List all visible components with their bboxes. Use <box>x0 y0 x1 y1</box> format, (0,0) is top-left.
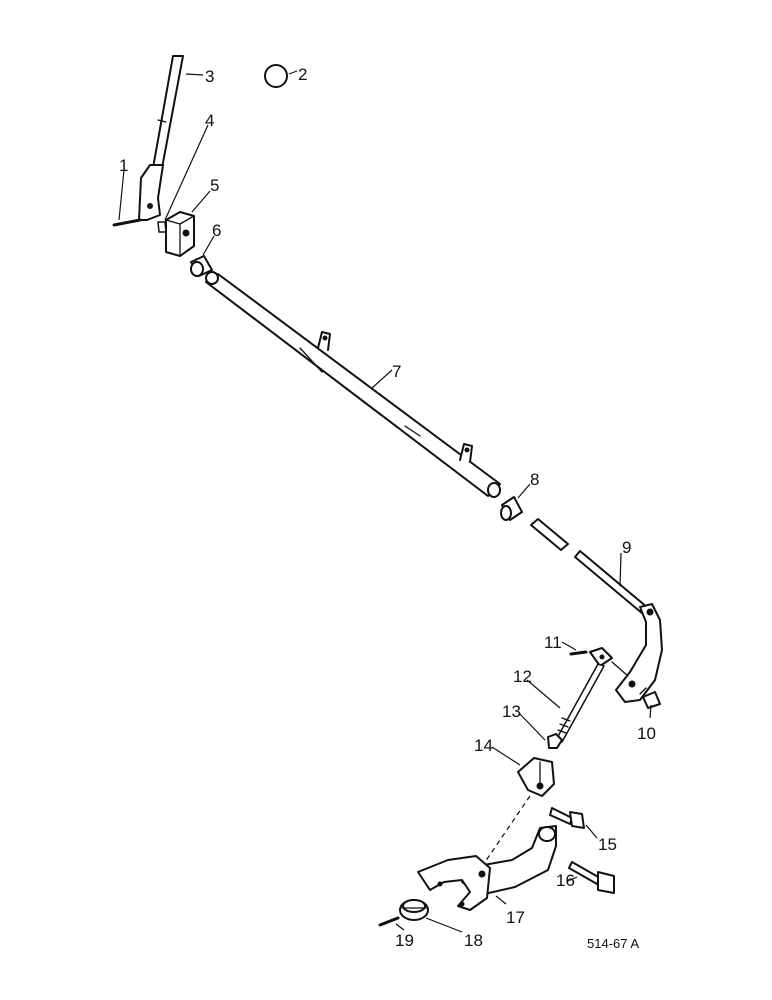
pin-part-11 <box>569 650 588 656</box>
spring-pin-part-4 <box>157 221 167 233</box>
callout-15: 15 <box>598 835 617 854</box>
callout-7: 7 <box>392 362 401 381</box>
callout-14: 14 <box>474 736 493 755</box>
callout-19: 19 <box>395 931 414 950</box>
callout-9: 9 <box>622 538 631 557</box>
callout-5: 5 <box>210 176 219 195</box>
bushing-part-8 <box>500 496 523 521</box>
rod-part-12 <box>555 647 629 743</box>
callout-17: 17 <box>506 908 525 927</box>
shaft-part-7 <box>205 271 501 498</box>
ball-part-2 <box>264 64 288 88</box>
callout-8: 8 <box>530 470 539 489</box>
roller-part-18 <box>399 899 429 921</box>
screw-part-10 <box>639 687 661 709</box>
callout-12: 12 <box>513 667 532 686</box>
clevis-part-14 <box>517 757 555 797</box>
alignment-line <box>484 795 531 863</box>
bolt-part-15 <box>549 807 585 829</box>
callout-16: 16 <box>556 871 575 890</box>
block-part-5 <box>165 211 195 257</box>
shaft-arm-part-9 <box>530 518 663 703</box>
callout-18: 18 <box>464 931 483 950</box>
callout-2: 2 <box>298 65 307 84</box>
lever-part-3 <box>138 55 184 221</box>
callout-4: 4 <box>205 111 214 130</box>
pin-part-19 <box>378 916 400 927</box>
reference-code: 514-67 A <box>587 936 639 951</box>
fork-part-17 <box>417 825 557 911</box>
leader-lines <box>118 70 652 933</box>
pin-part-1 <box>112 218 142 227</box>
callout-11: 11 <box>544 633 562 652</box>
callout-13: 13 <box>502 702 521 721</box>
bolt-part-16 <box>568 861 615 894</box>
callout-6: 6 <box>212 221 221 240</box>
callout-10: 10 <box>637 724 656 743</box>
callout-labels: 1 2 3 4 5 6 7 8 9 10 11 12 13 14 15 16 1… <box>119 65 656 950</box>
nut-part-13 <box>547 733 563 749</box>
callout-3: 3 <box>205 67 214 86</box>
callout-1: 1 <box>119 156 128 175</box>
bushing-part-6 <box>190 255 213 277</box>
